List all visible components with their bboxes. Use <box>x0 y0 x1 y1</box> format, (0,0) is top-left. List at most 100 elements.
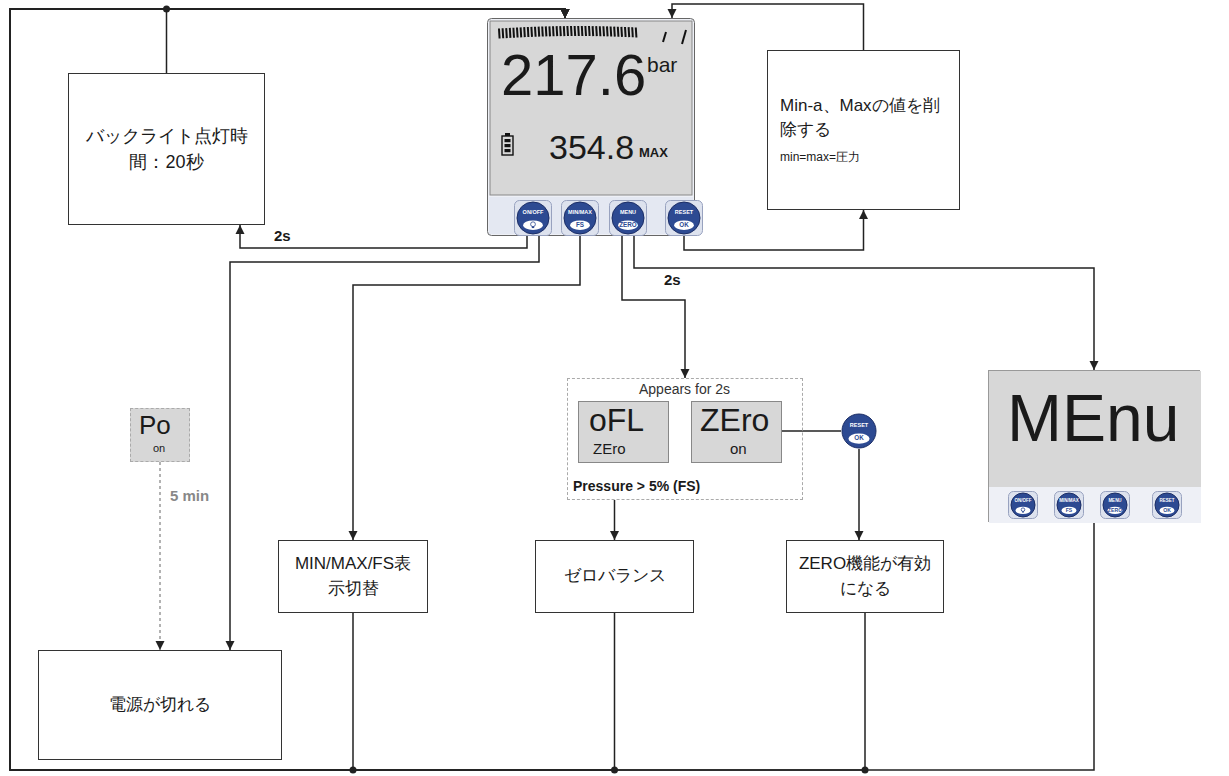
device-frame <box>488 19 695 236</box>
lcd-text: 217.6 <box>501 46 646 104</box>
arrow-head <box>855 531 864 540</box>
bargraph-tick <box>613 27 616 37</box>
lcd-text: 354.8 <box>549 130 634 164</box>
bargraph-tick <box>498 29 501 39</box>
bargraph-tick <box>505 28 508 38</box>
button-sublabel: OK <box>841 435 877 441</box>
bargraph-tick <box>520 27 523 37</box>
bargraph-tick <box>599 26 602 36</box>
bargraph-tick <box>527 27 530 37</box>
bargraph-tick <box>584 26 587 36</box>
connector-line <box>10 9 1094 770</box>
process-box: Min-a、Maxの値を削除するmin=max=圧力 <box>767 50 960 210</box>
button-disc <box>842 414 876 448</box>
connector <box>10 9 570 770</box>
junction-dot <box>862 767 869 774</box>
shape-outline <box>1054 491 1084 519</box>
lcd-panel: oFLZEro <box>578 401 669 463</box>
shape-outline <box>1100 491 1130 519</box>
shape-outline <box>561 200 599 236</box>
battery-bar <box>505 149 511 152</box>
push-button: ON/OFF <box>514 200 552 236</box>
lcd-text: ZEro <box>700 404 769 436</box>
button-frame <box>515 201 552 236</box>
shape-outline <box>1152 491 1182 519</box>
connector <box>782 431 841 432</box>
connector-line <box>159 462 161 650</box>
lcd-popup: Po on <box>130 408 190 462</box>
bargraph-tick <box>620 27 623 37</box>
button-frame <box>1009 492 1038 519</box>
bargraph-tick <box>595 26 598 36</box>
connector <box>855 449 864 540</box>
arrow-head <box>349 531 358 540</box>
button-disc <box>1057 493 1081 517</box>
connector <box>610 500 619 540</box>
connector <box>634 236 1099 370</box>
bargraph-tick <box>512 28 515 38</box>
button-disc <box>564 202 596 234</box>
button-label: MENU <box>1100 499 1130 504</box>
connector-line <box>353 236 580 540</box>
edge-label: 5 min <box>168 488 211 503</box>
button-frame <box>562 201 599 236</box>
push-button: RESETOK <box>665 200 703 236</box>
button-sublabel: ZERO <box>1100 508 1130 513</box>
button-label: RESET <box>841 423 877 429</box>
process-box: ゼロバランス <box>535 540 694 613</box>
button-disc <box>517 202 549 234</box>
connector <box>156 462 165 650</box>
connector <box>668 4 864 50</box>
bargraph-tick <box>592 26 595 36</box>
button-label: MIN/MAX <box>561 210 599 216</box>
lcd-text: on <box>153 443 165 454</box>
bargraph-tick <box>563 26 566 36</box>
menu-display: MEnuON/OFFMIN/MAXFSMENUZERORESETOK <box>988 370 1200 522</box>
shape-outline <box>609 200 647 236</box>
arrow-head <box>156 641 165 650</box>
button-disc <box>612 202 644 234</box>
shape-outline <box>841 413 877 449</box>
push-button: ON/OFF <box>1008 491 1038 519</box>
arrow-head <box>681 369 690 378</box>
bulb-base <box>532 226 534 228</box>
connector-line <box>684 210 864 250</box>
arrow-head <box>561 9 570 18</box>
arrow-head <box>610 531 619 540</box>
arrow-head <box>561 9 570 18</box>
button-pill <box>523 220 543 230</box>
connector <box>10 9 865 770</box>
button-frame <box>610 201 647 236</box>
process-box: ZERO機能が有効になる <box>786 540 944 613</box>
bargraph-tick <box>610 26 613 36</box>
arrow-head <box>226 641 235 650</box>
arrow-head <box>561 9 570 18</box>
battery-icon <box>502 136 513 155</box>
arrow-head <box>561 9 570 18</box>
region-text: Pressure > 5% (FS) <box>573 479 700 493</box>
lcd-text: Po <box>139 412 171 438</box>
bargraph-tick <box>581 26 584 36</box>
button-sublabel: FS <box>1054 508 1084 513</box>
bargraph-tick <box>617 27 620 37</box>
bargraph-tick <box>574 26 577 36</box>
bargraph-tick <box>602 26 605 36</box>
bargraph-tick <box>606 26 609 36</box>
bargraph-tick <box>559 26 562 36</box>
bargraph-tick <box>588 26 591 36</box>
box-text: ゼロバランス <box>564 564 666 589</box>
button-label: ON/OFF <box>1008 499 1038 504</box>
connector-line <box>858 449 860 540</box>
button-label: MENU <box>609 210 647 216</box>
process-box: 電源が切れる <box>38 650 282 760</box>
button-disc <box>1011 493 1035 517</box>
lcd-panel: ZEroon <box>691 401 782 463</box>
lcd-text: bar <box>647 54 677 75</box>
connector <box>226 236 540 650</box>
push-button: MENUZERO <box>609 200 647 236</box>
popup-region: Appears for 2sPressure > 5% (FS)oFLZEroZ… <box>567 378 803 500</box>
bargraph-tick <box>566 26 569 36</box>
box-text: Min-a、Maxの値を削除する <box>780 94 947 143</box>
gauge-display: 217.6bar354.8MAXON/OFFMIN/MAXFSMENUZEROR… <box>487 18 695 236</box>
